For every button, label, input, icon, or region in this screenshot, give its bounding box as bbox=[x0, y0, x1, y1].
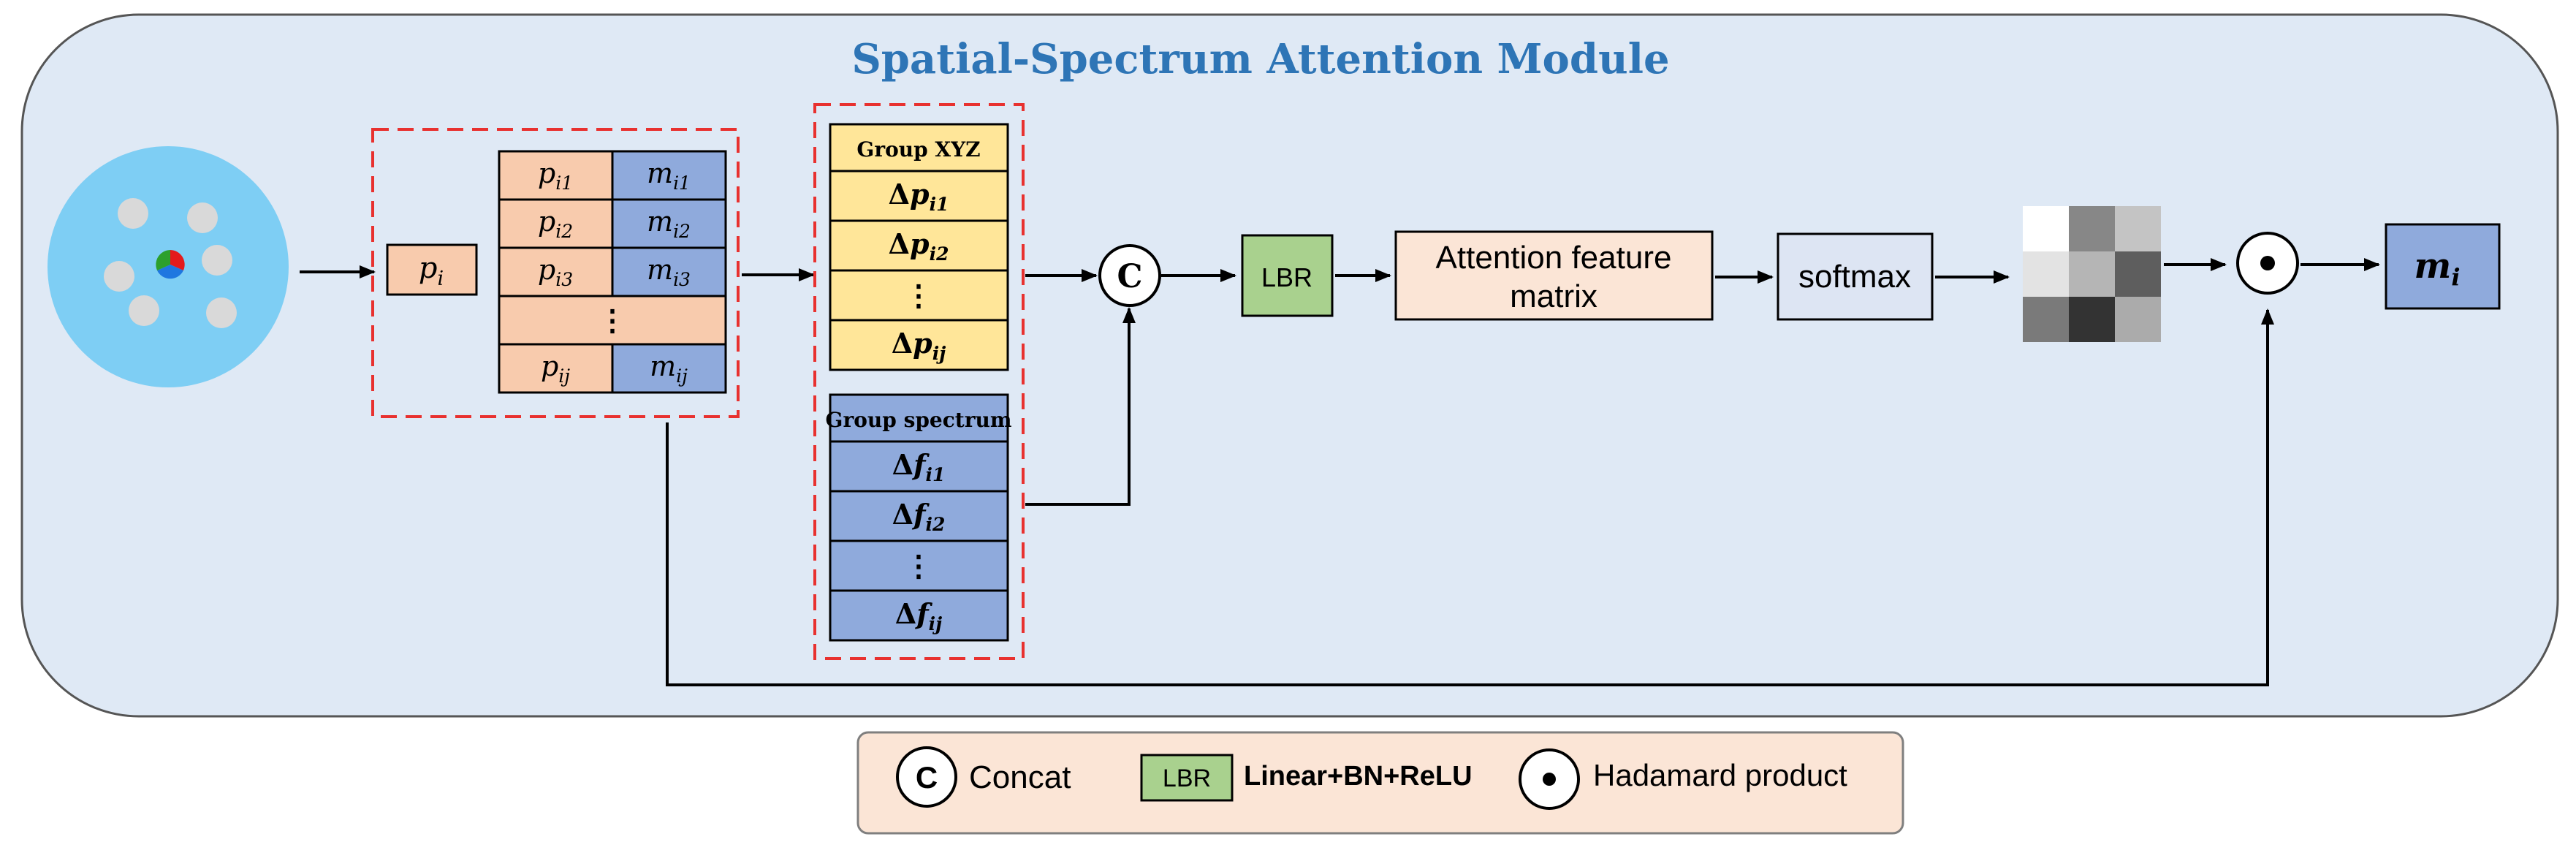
table-m-ij: mij bbox=[650, 350, 688, 387]
legend-lbr-label: Linear+BN+ReLU bbox=[1244, 761, 1473, 792]
attention-weights-heatmap bbox=[2023, 206, 2161, 342]
legend-lbr-text: LBR bbox=[1163, 765, 1211, 792]
legend-concat-label: Concat bbox=[969, 759, 1071, 795]
delta-p-i1: Δpi1 bbox=[889, 178, 949, 215]
delta-p-ij: Δpij bbox=[892, 327, 946, 364]
attention-line1: Attention feature bbox=[1436, 240, 1672, 276]
skip-connection-m-to-hadamard bbox=[666, 308, 2274, 686]
neighborhood-dashed-box bbox=[371, 128, 740, 418]
point-pi-box bbox=[386, 243, 478, 296]
table-p-i3: pi3 bbox=[538, 254, 573, 290]
softmax-block bbox=[1777, 232, 1934, 321]
hadamard-op bbox=[2236, 232, 2299, 295]
legend-hadamard-dot bbox=[1543, 773, 1556, 786]
legend-lbr-box bbox=[1140, 754, 1234, 802]
hadamard-dot-icon bbox=[2260, 256, 2275, 270]
groups-dashed-box bbox=[813, 103, 1025, 660]
arrow-spectrum-to-concat bbox=[1025, 307, 1136, 506]
legend-concat-icon bbox=[896, 746, 957, 808]
softmax-label: softmax bbox=[1798, 259, 1911, 295]
legend-hadamard-label: Hadamard product bbox=[1593, 758, 1847, 792]
module-title: Spatial-Spectrum Attention Module bbox=[851, 35, 1669, 83]
legend-concat-symbol: C bbox=[916, 760, 938, 795]
center-point-icon bbox=[156, 250, 185, 279]
table-p-ij: pij bbox=[541, 350, 570, 387]
point-cloud bbox=[48, 146, 289, 387]
group-xyz bbox=[829, 123, 1009, 371]
attention-line2: matrix bbox=[1510, 278, 1597, 314]
neighbor-table bbox=[498, 150, 727, 394]
output-mi-label: mi bbox=[2414, 246, 2461, 291]
table-m-i2: mi2 bbox=[647, 205, 691, 242]
concat-symbol: C bbox=[1117, 258, 1142, 295]
table-p-i1: pi1 bbox=[538, 157, 573, 194]
group-xyz-header: Group XYZ bbox=[856, 137, 980, 162]
module-panel bbox=[20, 13, 2559, 718]
table-ellipsis: ⋮ bbox=[598, 303, 627, 338]
group-spectrum-ellipsis: ⋮ bbox=[904, 549, 933, 583]
group-xyz-ellipsis: ⋮ bbox=[904, 278, 933, 313]
group-spectrum bbox=[829, 393, 1009, 642]
legend-box bbox=[856, 731, 1904, 835]
delta-p-i2: Δpi2 bbox=[889, 227, 949, 265]
group-spectrum-header: Group spectrum bbox=[826, 408, 1012, 432]
point-pi-label: pi bbox=[419, 251, 444, 290]
table-m-i1: mi1 bbox=[647, 157, 691, 194]
lbr-block bbox=[1241, 234, 1334, 317]
attention-feature-matrix bbox=[1394, 230, 1714, 321]
lbr-label: LBR bbox=[1261, 262, 1312, 292]
output-mi-box bbox=[2385, 223, 2501, 310]
legend: C Concat LBR Linear+BN+ReLU Hadamard pro… bbox=[856, 731, 1904, 835]
table-p-i2: pi2 bbox=[538, 205, 573, 242]
concat-op: C bbox=[1098, 244, 1161, 307]
table-m-i3: mi3 bbox=[647, 254, 691, 290]
